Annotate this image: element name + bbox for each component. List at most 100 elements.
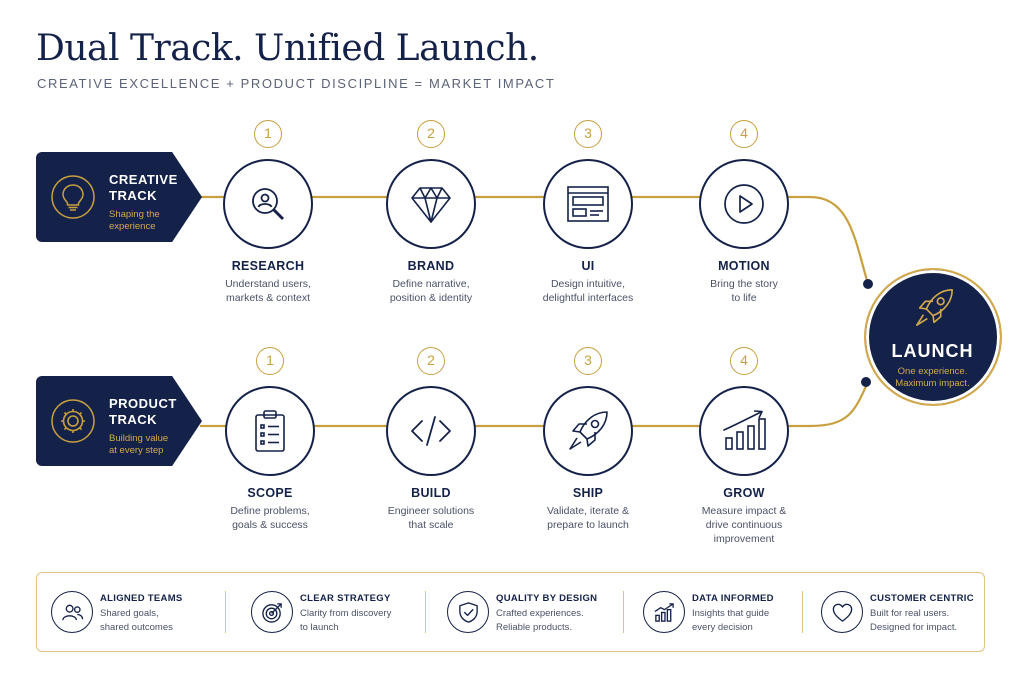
page-title: Dual Track. Unified Launch. bbox=[36, 28, 539, 69]
heart-icon-circle bbox=[821, 591, 863, 633]
footer-divider bbox=[802, 591, 803, 633]
team-icon-circle bbox=[51, 591, 93, 633]
product-track-name-line1: PRODUCT bbox=[109, 396, 177, 411]
diamond-icon bbox=[411, 187, 451, 223]
product-junction-dot bbox=[861, 377, 871, 387]
step-desc-line2: prepare to launch bbox=[547, 519, 629, 531]
bar-chart-icon-circle bbox=[643, 591, 685, 633]
footer-divider bbox=[225, 591, 226, 633]
step-desc-line1: Design intuitive, bbox=[550, 278, 626, 290]
footer-item-title: QUALITY BY DESIGN bbox=[496, 593, 598, 604]
footer-item-desc-line2: to launch bbox=[300, 622, 339, 633]
build-icon-circle bbox=[386, 386, 476, 476]
growth-chart-icon bbox=[723, 410, 766, 450]
step-number: 3 bbox=[574, 120, 602, 148]
layout-icon bbox=[567, 186, 609, 222]
footer-divider bbox=[425, 591, 426, 633]
launch-badge: LAUNCH One experience. Maximum impact. bbox=[864, 268, 1002, 406]
footer-item-desc-line1: Shared goals, bbox=[100, 608, 159, 619]
creative-track-name-line1: CREATIVE bbox=[109, 172, 178, 187]
step-name: MOTION bbox=[718, 259, 770, 273]
product-track-tag: PRODUCT TRACK Building value at every st… bbox=[36, 376, 202, 466]
play-icon bbox=[724, 184, 764, 224]
lightbulb-icon bbox=[51, 175, 95, 219]
team-icon bbox=[62, 604, 84, 621]
creative-track-line bbox=[200, 195, 870, 285]
shield-check-icon bbox=[459, 602, 478, 623]
step-number: 3 bbox=[574, 347, 602, 375]
footer-item-desc-line2: Designed for impact. bbox=[870, 622, 958, 633]
step-desc-line1: Define narrative, bbox=[392, 278, 470, 290]
step-name: UI bbox=[581, 259, 595, 273]
footer-item-title: CLEAR STRATEGY bbox=[300, 593, 391, 604]
code-icon bbox=[411, 416, 451, 446]
creative-track-desc-line2: experience bbox=[109, 221, 156, 232]
principles-footer: ALIGNED TEAMS Shared goals, shared outco… bbox=[36, 572, 985, 652]
footer-item-desc-line2: shared outcomes bbox=[100, 622, 173, 633]
footer-item-desc-line2: Reliable products. bbox=[496, 622, 573, 633]
launch-title: LAUNCH bbox=[891, 341, 974, 361]
step-name: SCOPE bbox=[247, 486, 293, 500]
rocket-icon bbox=[569, 411, 608, 450]
product-track-line bbox=[200, 381, 869, 428]
heart-icon bbox=[832, 603, 853, 622]
step-desc-line2: delightful interfaces bbox=[542, 292, 634, 304]
grow-icon-circle bbox=[699, 386, 789, 476]
product-track-desc-line1: Building value bbox=[109, 433, 169, 444]
step-desc-line2: drive continuous bbox=[705, 519, 783, 531]
step-number: 4 bbox=[730, 120, 758, 148]
motion-icon-circle bbox=[699, 159, 789, 249]
step-desc-line2: that scale bbox=[408, 519, 454, 531]
bar-chart-icon bbox=[654, 603, 674, 622]
step-number: 2 bbox=[417, 347, 445, 375]
step-name: RESEARCH bbox=[231, 259, 305, 273]
creative-track-desc-line1: Shaping the bbox=[109, 209, 160, 220]
step-desc-line1: Define problems, bbox=[230, 505, 310, 517]
step-name: BUILD bbox=[411, 486, 451, 500]
ui-icon-circle bbox=[543, 159, 633, 249]
step-desc-line2: goals & success bbox=[232, 519, 308, 531]
shield-check-icon-circle bbox=[447, 591, 489, 633]
step-desc-line1: Validate, iterate & bbox=[546, 505, 630, 517]
rocket-icon bbox=[915, 289, 953, 327]
creative-track-name-line2: TRACK bbox=[109, 188, 157, 203]
product-track-desc-line2: at every step bbox=[109, 445, 164, 456]
step-number: 4 bbox=[730, 347, 758, 375]
step-number: 1 bbox=[256, 347, 284, 375]
step-name: SHIP bbox=[572, 486, 604, 500]
brand-icon-circle bbox=[386, 159, 476, 249]
footer-item-desc-line1: Insights that guide bbox=[692, 608, 770, 619]
footer-item-desc-line1: Built for real users. bbox=[870, 608, 950, 619]
step-desc-line3: improvement bbox=[713, 533, 775, 545]
footer-item-title: DATA INFORMED bbox=[692, 593, 774, 604]
target-icon bbox=[262, 603, 282, 623]
clipboard-icon bbox=[255, 410, 285, 452]
research-icon-circle bbox=[223, 159, 313, 249]
footer-divider bbox=[623, 591, 624, 633]
step-name: BRAND bbox=[407, 259, 455, 273]
scope-icon-circle bbox=[225, 386, 315, 476]
step-desc-line2: markets & context bbox=[225, 292, 311, 304]
target-icon-circle bbox=[251, 591, 293, 633]
product-track-name-line2: TRACK bbox=[109, 412, 157, 427]
footer-item-title: CUSTOMER CENTRIC bbox=[870, 593, 974, 604]
step-number: 2 bbox=[417, 120, 445, 148]
footer-item-desc-line2: every decision bbox=[692, 622, 753, 633]
step-desc-line2: to life bbox=[731, 292, 757, 304]
gear-icon bbox=[51, 399, 95, 443]
footer-item-desc-line1: Clarity from discovery bbox=[300, 608, 392, 619]
step-number: 1 bbox=[254, 120, 282, 148]
step-desc-line1: Measure impact & bbox=[701, 505, 787, 517]
page-subtitle: CREATIVE EXCELLENCE + PRODUCT DISCIPLINE… bbox=[37, 76, 556, 91]
research-icon bbox=[252, 188, 285, 221]
step-desc-line1: Engineer solutions bbox=[387, 505, 475, 517]
footer-item-desc-line1: Crafted experiences. bbox=[496, 608, 584, 619]
launch-desc-line2: Maximum impact. bbox=[895, 378, 970, 389]
creative-track-tag: CREATIVE TRACK Shaping the experience bbox=[36, 152, 202, 242]
launch-desc-line1: One experience. bbox=[897, 366, 968, 377]
ship-icon-circle bbox=[543, 386, 633, 476]
step-desc-line2: position & identity bbox=[389, 292, 473, 304]
footer-item-title: ALIGNED TEAMS bbox=[100, 593, 183, 604]
step-desc-line1: Bring the story bbox=[710, 278, 778, 290]
